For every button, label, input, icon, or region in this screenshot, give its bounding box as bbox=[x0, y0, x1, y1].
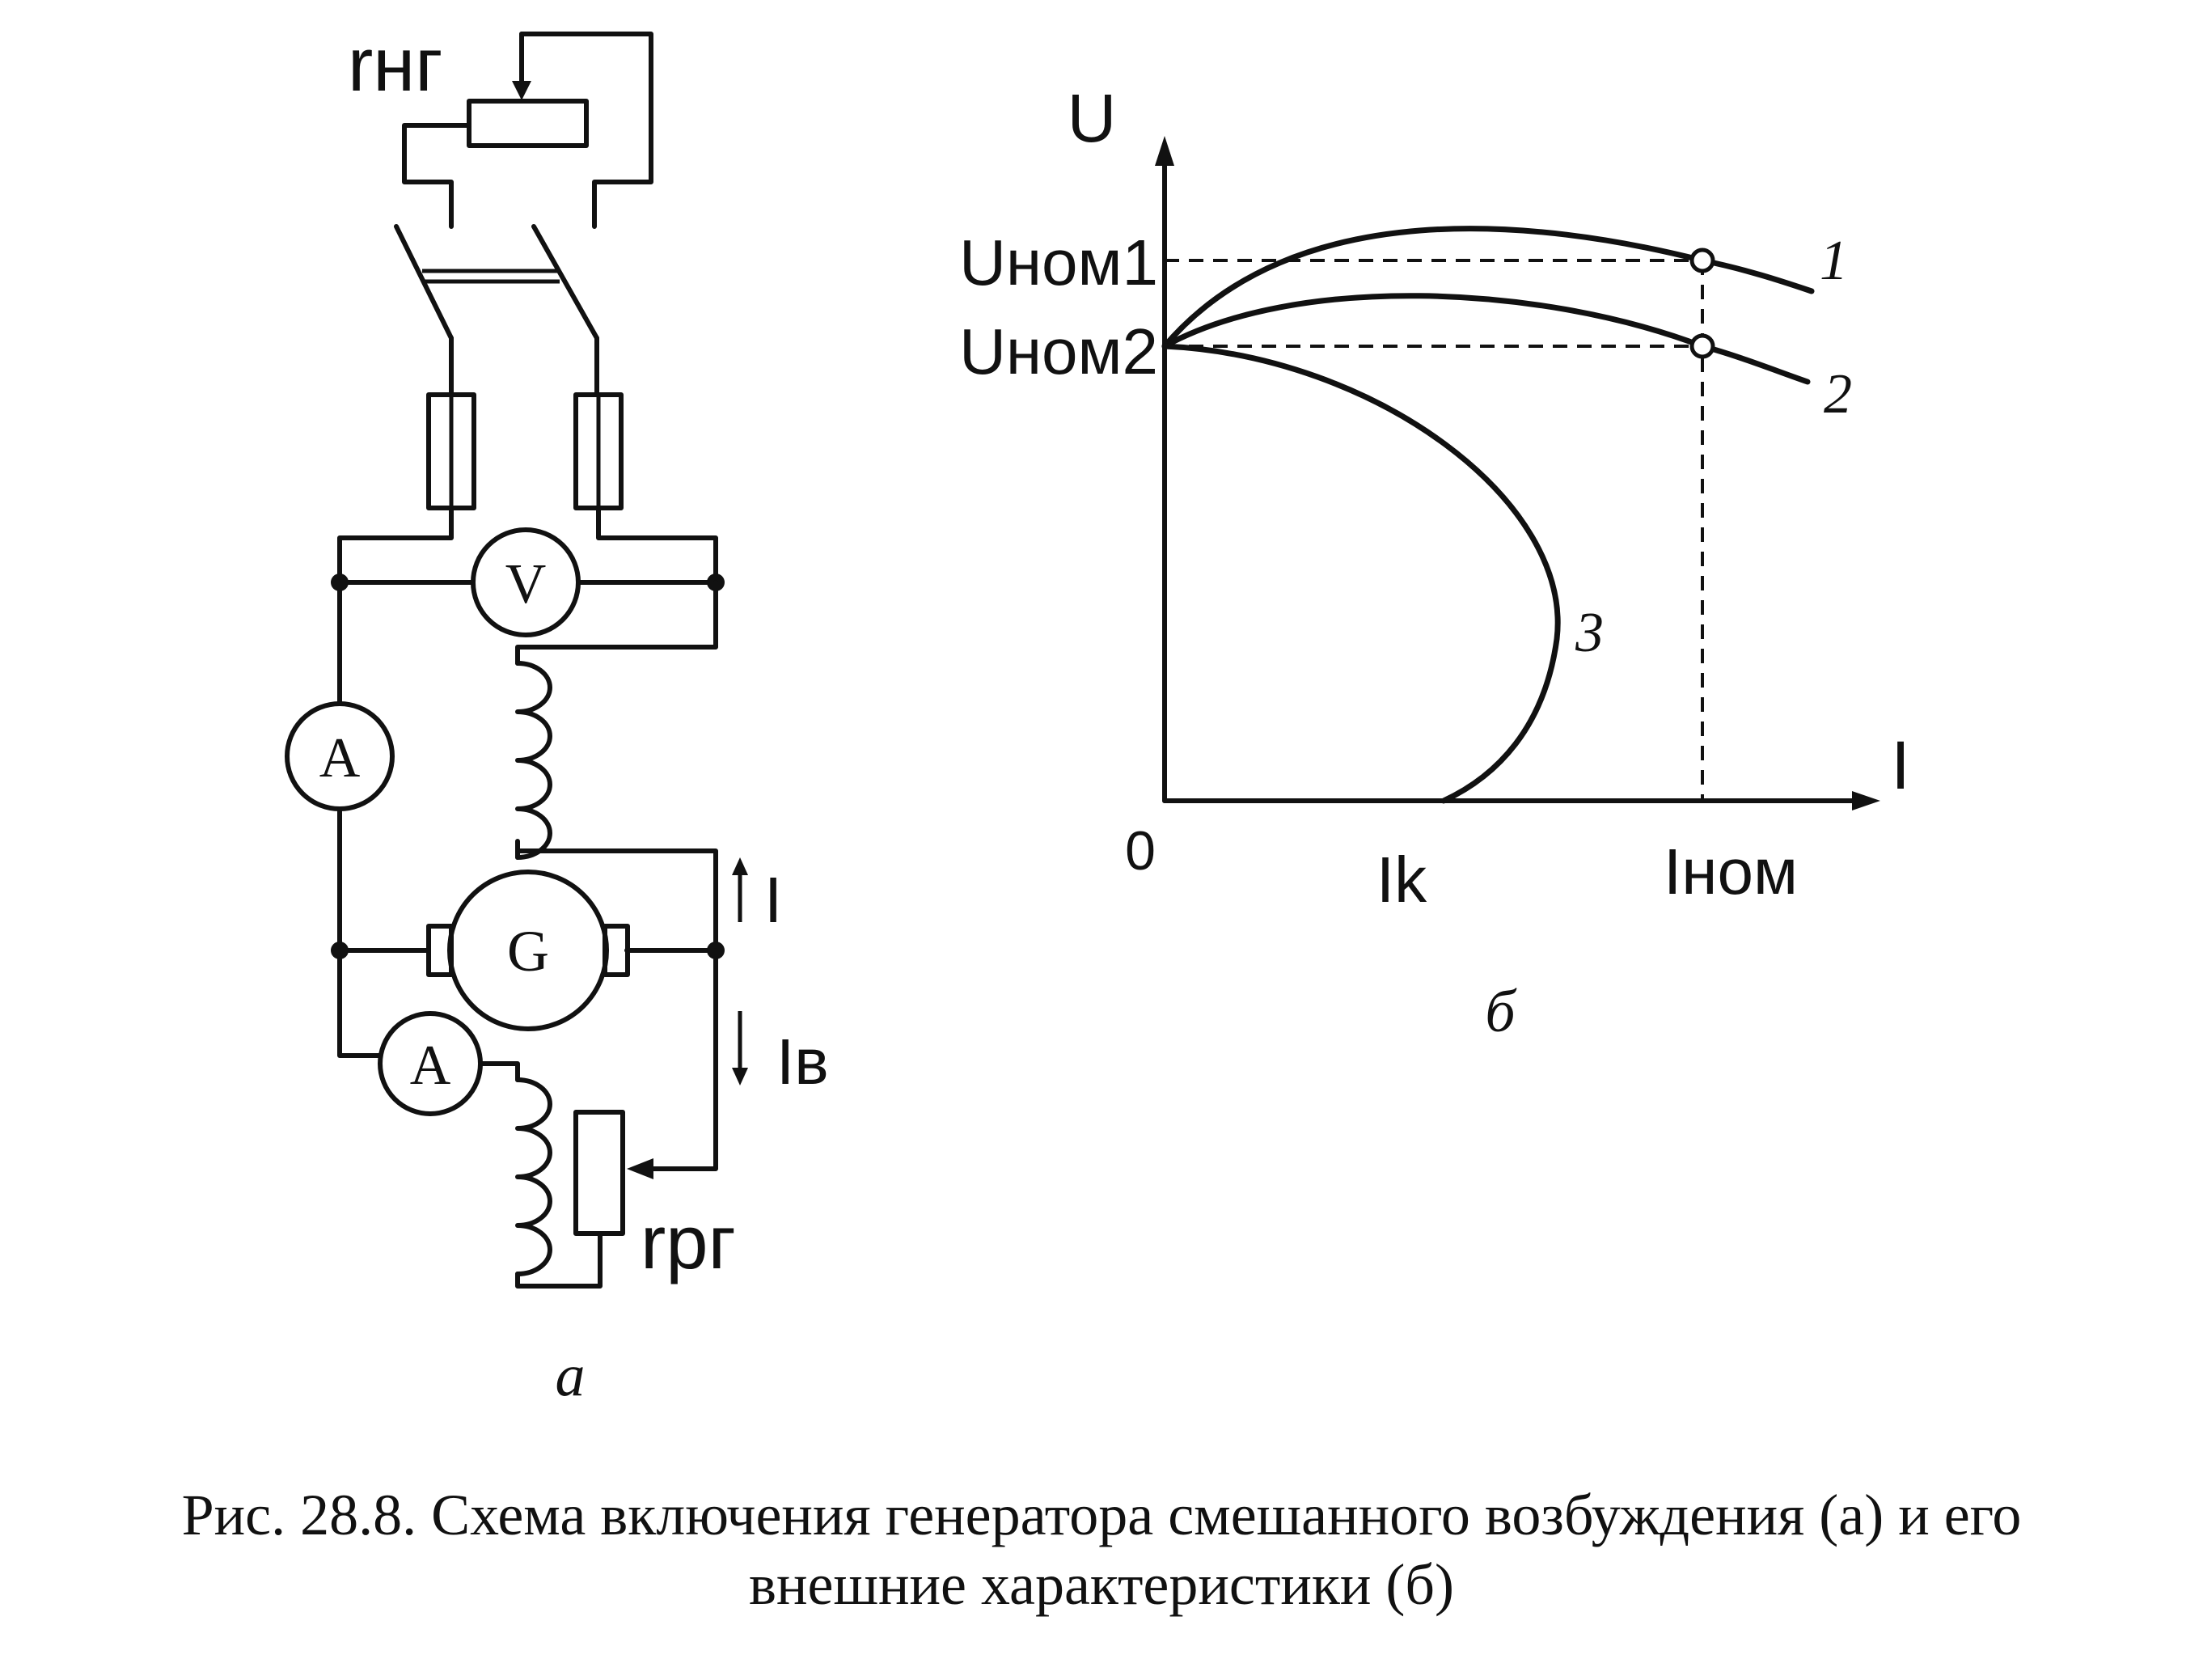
figure-caption: Рис. 28.8. Схема включения генератора см… bbox=[0, 1480, 2203, 1619]
voltmeter: V bbox=[471, 527, 581, 637]
inom-label: Iном bbox=[1664, 836, 1798, 908]
y-axis-label: U bbox=[1068, 80, 1117, 156]
series-winding-top-wire bbox=[515, 580, 718, 666]
caption-line-1: Рис. 28.8. Схема включения генератора см… bbox=[181, 1483, 2022, 1547]
curve-3-label: 3 bbox=[1575, 602, 1604, 664]
series-winding bbox=[515, 580, 718, 953]
arrow-up-icon bbox=[732, 857, 748, 875]
panel-letter-a: а bbox=[556, 1343, 586, 1409]
bus-right-down bbox=[596, 506, 718, 585]
ik-label: Ik bbox=[1376, 844, 1427, 916]
field-rheostat-slider-wire bbox=[649, 948, 718, 1171]
y-axis-arrow-icon bbox=[1155, 136, 1174, 166]
x-axis-label: I bbox=[1891, 727, 1909, 803]
arrow-down-icon bbox=[732, 1068, 748, 1085]
field-wire-left bbox=[337, 948, 383, 1058]
curve-3 bbox=[1161, 343, 1561, 804]
current-indicators: I Iв bbox=[732, 857, 829, 1098]
current-load-label: I bbox=[764, 864, 782, 936]
generator-label: G bbox=[507, 919, 549, 984]
u-nom2-label: Uном2 bbox=[959, 315, 1158, 387]
u-nom1-label: Uном1 bbox=[959, 226, 1158, 298]
origin-label: 0 bbox=[1125, 820, 1156, 882]
load-rheostat-left-wire bbox=[402, 123, 471, 229]
load-rheostat-arrow-icon bbox=[512, 81, 531, 100]
field-rheostat-arrow-icon bbox=[627, 1158, 653, 1179]
load-rheostat: rнг bbox=[348, 22, 653, 229]
current-field-label: Iв bbox=[776, 1026, 829, 1098]
schematic: rнг V bbox=[285, 22, 829, 1409]
curve-1-label: 1 bbox=[1820, 230, 1848, 292]
series-winding-bottom-wire bbox=[515, 839, 718, 953]
x-axis-arrow-icon bbox=[1852, 791, 1880, 810]
load-rheostat-body bbox=[467, 99, 589, 148]
shunt-field-circuit: A rрг bbox=[337, 948, 736, 1289]
generator: G bbox=[331, 870, 725, 1031]
double-pole-switch bbox=[394, 224, 599, 397]
generator-circle bbox=[447, 870, 609, 1031]
upper-bus bbox=[331, 506, 725, 591]
left-branch: A bbox=[285, 580, 395, 953]
curve-1 bbox=[1161, 226, 1815, 349]
bus-left-down bbox=[337, 506, 454, 585]
ammeter-load-label: A bbox=[319, 727, 361, 789]
field-wire-to-coil bbox=[478, 1061, 520, 1082]
field-rheostat-label: rрг bbox=[641, 1200, 736, 1284]
load-rheostat-label: rнг bbox=[348, 22, 443, 107]
field-wire-bottom bbox=[515, 1231, 603, 1289]
switch-blade-right bbox=[531, 224, 599, 341]
shunt-winding-coil bbox=[515, 1077, 552, 1276]
field-rheostat-body bbox=[573, 1110, 625, 1236]
load-rheostat-slider-wire bbox=[519, 32, 653, 229]
fuses bbox=[426, 392, 624, 510]
rated-point-1 bbox=[1689, 248, 1715, 273]
series-winding-coil bbox=[515, 661, 552, 860]
caption-line-2: внешние характеристики (б) bbox=[749, 1552, 1454, 1617]
ammeter-field-label: A bbox=[410, 1035, 451, 1097]
characteristics-graph: U I 0 Uном1 Uном2 Ik Iном 1 2 3 б bbox=[959, 80, 1910, 1045]
voltmeter-label: V bbox=[505, 553, 547, 616]
panel-letter-b: б bbox=[1485, 979, 1517, 1045]
voltmeter-circle bbox=[471, 527, 581, 637]
rated-point-2 bbox=[1689, 333, 1715, 359]
curve-2 bbox=[1161, 293, 1811, 385]
curve-2-label: 2 bbox=[1824, 363, 1852, 425]
